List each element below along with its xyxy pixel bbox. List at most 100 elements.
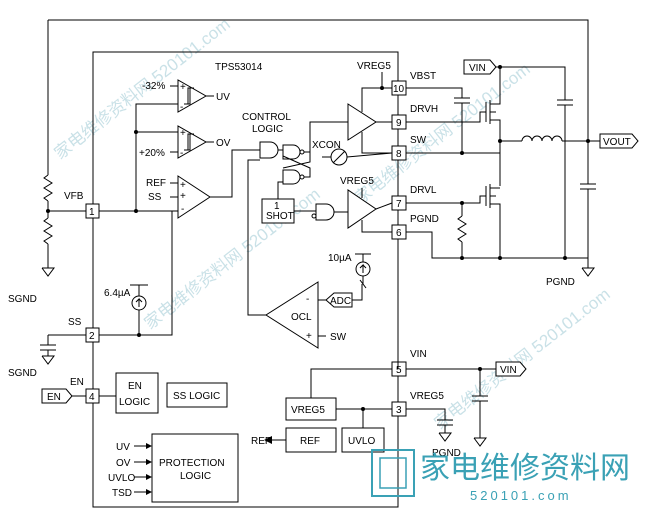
svg-text:-: - [180, 102, 183, 113]
current-sense-resistor [457, 201, 467, 258]
svg-text:OV: OV [116, 458, 131, 469]
svg-text:8: 8 [396, 149, 402, 160]
svg-text:VBST: VBST [410, 71, 436, 82]
logo-icon [371, 449, 415, 497]
svg-text:VIN: VIN [469, 63, 486, 74]
pin-4: 4 EN [70, 377, 100, 404]
svg-text:ADC: ADC [330, 296, 351, 307]
output-inductor [521, 135, 600, 142]
watermark-text-4: 家电维修资料网 520101.com [431, 284, 614, 433]
svg-text:DRVL: DRVL [410, 185, 437, 196]
control-logic-title-1: CONTROL [242, 112, 291, 123]
vreg5-top-label: VREG5 [357, 61, 391, 72]
uvlo-block: UVLO [341, 407, 385, 453]
control-logic-title-2: LOGIC [252, 124, 283, 135]
svg-text:REF: REF [300, 436, 320, 447]
sr-latch [278, 144, 311, 185]
svg-text:SS: SS [68, 317, 82, 328]
vin-right-tag: VIN [406, 361, 527, 447]
vreg5-mid-label: VREG5 [340, 176, 374, 187]
ref-block: REF REF [251, 427, 337, 453]
ss-input-label: SS [148, 192, 162, 203]
input-capacitor [557, 67, 573, 258]
ov-threshold: +20% [139, 148, 165, 159]
svg-text:3: 3 [396, 405, 402, 416]
vreg5-capacitor: PGND [406, 408, 461, 459]
error-amplifier: + + - REF SS [146, 175, 211, 219]
svg-text:VREG5: VREG5 [410, 391, 444, 402]
pin-9: 9 DRVH [391, 104, 438, 130]
svg-text:4: 4 [89, 392, 95, 403]
svg-text:SHOT: SHOT [266, 211, 294, 222]
sgnd-top-label: SGND [8, 294, 37, 305]
ss-current-label: 6.4µA [104, 288, 131, 299]
svg-text:PGND: PGND [410, 214, 439, 225]
svg-text:-: - [181, 204, 184, 215]
svg-text:VIN: VIN [500, 365, 517, 376]
svg-text:+: + [180, 180, 186, 191]
ocl-current-label: 10µA [328, 253, 352, 264]
svg-text:SS LOGIC: SS LOGIC [173, 391, 220, 402]
ss-logic-block: SS LOGIC [166, 382, 228, 408]
svg-text:6: 6 [396, 228, 402, 239]
svg-text:XCON: XCON [312, 140, 341, 151]
svg-text:SW: SW [410, 135, 427, 146]
protection-inputs: UV OV UVLO TSD [108, 442, 152, 499]
svg-text:-: - [306, 294, 309, 305]
pin-5: 5 VIN [391, 349, 427, 377]
svg-text:UVLO: UVLO [108, 473, 135, 484]
and-gate-2 [311, 203, 348, 221]
adc-block: ADC [325, 284, 363, 308]
svg-text:DRVH: DRVH [410, 104, 438, 115]
svg-text:1: 1 [274, 201, 280, 212]
uv-threshold: -32% [142, 81, 165, 92]
en-input: EN [41, 388, 86, 404]
en-input-label: EN [47, 392, 61, 403]
ss-capacitor: SGND [8, 334, 86, 379]
chip-name: TPS53014 [215, 62, 263, 73]
low-side-driver: VREG5 [340, 176, 393, 233]
svg-text:VIN: VIN [410, 349, 427, 360]
protection-logic-block: PROTECTION LOGIC [151, 433, 239, 503]
svg-text:5: 5 [396, 365, 402, 376]
feedback-divider: SGND [8, 20, 86, 305]
svg-text:UV: UV [116, 442, 130, 453]
svg-text:EN: EN [128, 381, 142, 392]
svg-text:VFB: VFB [64, 191, 84, 202]
svg-text:9: 9 [396, 118, 402, 129]
svg-text:LOGIC: LOGIC [119, 397, 150, 408]
svg-text:+: + [180, 128, 186, 139]
ocl-comparator: OCL - + SW [247, 159, 347, 349]
ref-output-label: REF [251, 436, 271, 447]
svg-text:-: - [180, 148, 183, 159]
uv-comparator: + - UV -32% [142, 79, 230, 113]
ocl-sw-label: SW [330, 332, 347, 343]
svg-text:LOGIC: LOGIC [180, 471, 211, 482]
svg-text:EN: EN [70, 377, 84, 388]
pin-7: 7 DRVL [391, 185, 437, 211]
svg-text:PROTECTION: PROTECTION [159, 458, 225, 469]
high-side-driver: VREG5 [309, 61, 392, 154]
pgnd-right-label: PGND [546, 277, 575, 288]
logo-url-text: 520101.com [470, 488, 572, 503]
svg-text:VOUT: VOUT [603, 137, 631, 148]
svg-text:+: + [180, 191, 186, 202]
ss-current-source: 6.4µA [99, 211, 173, 337]
sgnd-bottom-label: SGND [8, 368, 37, 379]
svg-text:TSD: TSD [112, 488, 132, 499]
bootstrap-capacitor [406, 87, 470, 153]
pgnd-bus: PGND [406, 231, 595, 288]
svg-text:OCL: OCL [291, 312, 312, 323]
svg-text:10: 10 [393, 84, 405, 95]
vfb-bus [99, 103, 178, 213]
low-side-mosfet [406, 184, 501, 258]
pin-1: 1 VFB [64, 191, 100, 219]
xcon-block: XCON [312, 140, 393, 166]
vreg5-block: VREG5 [285, 368, 392, 421]
svg-text:2: 2 [89, 331, 95, 342]
diagonal-watermark: 家电维修资料网 520101.com 家电维修资料网 520101.com 家电… [51, 14, 614, 433]
svg-text:VREG5: VREG5 [291, 405, 325, 416]
ocl-current-source: 10µA [328, 253, 371, 289]
svg-text:+: + [180, 82, 186, 93]
pgnd-bottom-label: PGND [432, 448, 461, 459]
